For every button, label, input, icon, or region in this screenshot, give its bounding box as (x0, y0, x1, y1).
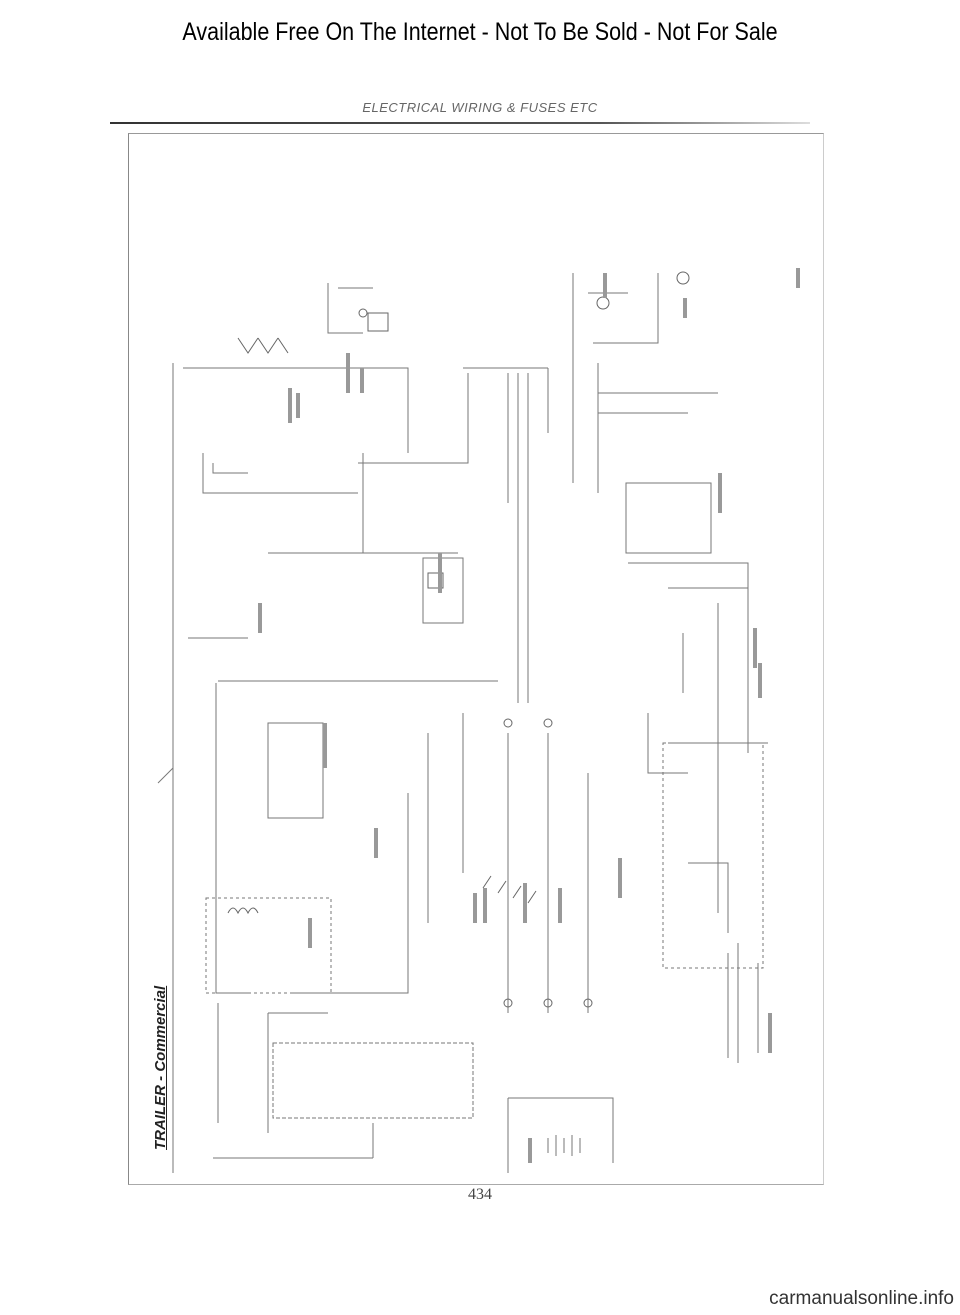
wire (183, 367, 409, 453)
lamp (503, 718, 513, 728)
dashed-module (662, 742, 764, 969)
wire (212, 463, 248, 474)
lamp (583, 998, 593, 1008)
relay (427, 572, 444, 589)
connector-panel (272, 1042, 474, 1119)
lamp (596, 296, 610, 310)
battery (547, 1135, 581, 1156)
wire (358, 373, 469, 464)
relay-contact (227, 907, 259, 915)
wire (628, 562, 749, 753)
wire (508, 1097, 614, 1163)
diagram-frame (128, 133, 824, 1185)
section-header: ELECTRICAL WIRING & FUSES ETC (362, 100, 598, 115)
module-box (422, 557, 464, 624)
relay-contact (482, 875, 537, 904)
fuse-block (205, 897, 332, 994)
footer-url: carmanualsonline.info (769, 1288, 954, 1309)
relay-box (625, 482, 712, 554)
wire (362, 453, 428, 554)
diagram-title: TRAILER - Commercial (152, 985, 169, 1150)
lamp (543, 998, 553, 1008)
wire (647, 713, 688, 774)
page-number: 434 (468, 1186, 492, 1203)
wire (215, 683, 248, 994)
lamp (676, 271, 690, 285)
wire (293, 793, 409, 994)
wire (202, 453, 358, 494)
switch (157, 767, 174, 784)
wire (593, 273, 659, 344)
header-rule (110, 122, 810, 124)
lamp (358, 308, 368, 318)
wiring-diagram (157, 268, 800, 1173)
module-box (267, 722, 324, 819)
lamp (543, 718, 553, 728)
relay (367, 312, 389, 332)
relay-contact (237, 337, 289, 354)
watermark-banner: Available Free On The Internet - Not To … (182, 18, 778, 46)
wire (688, 862, 729, 933)
lamp (503, 998, 513, 1008)
wire (327, 283, 363, 334)
